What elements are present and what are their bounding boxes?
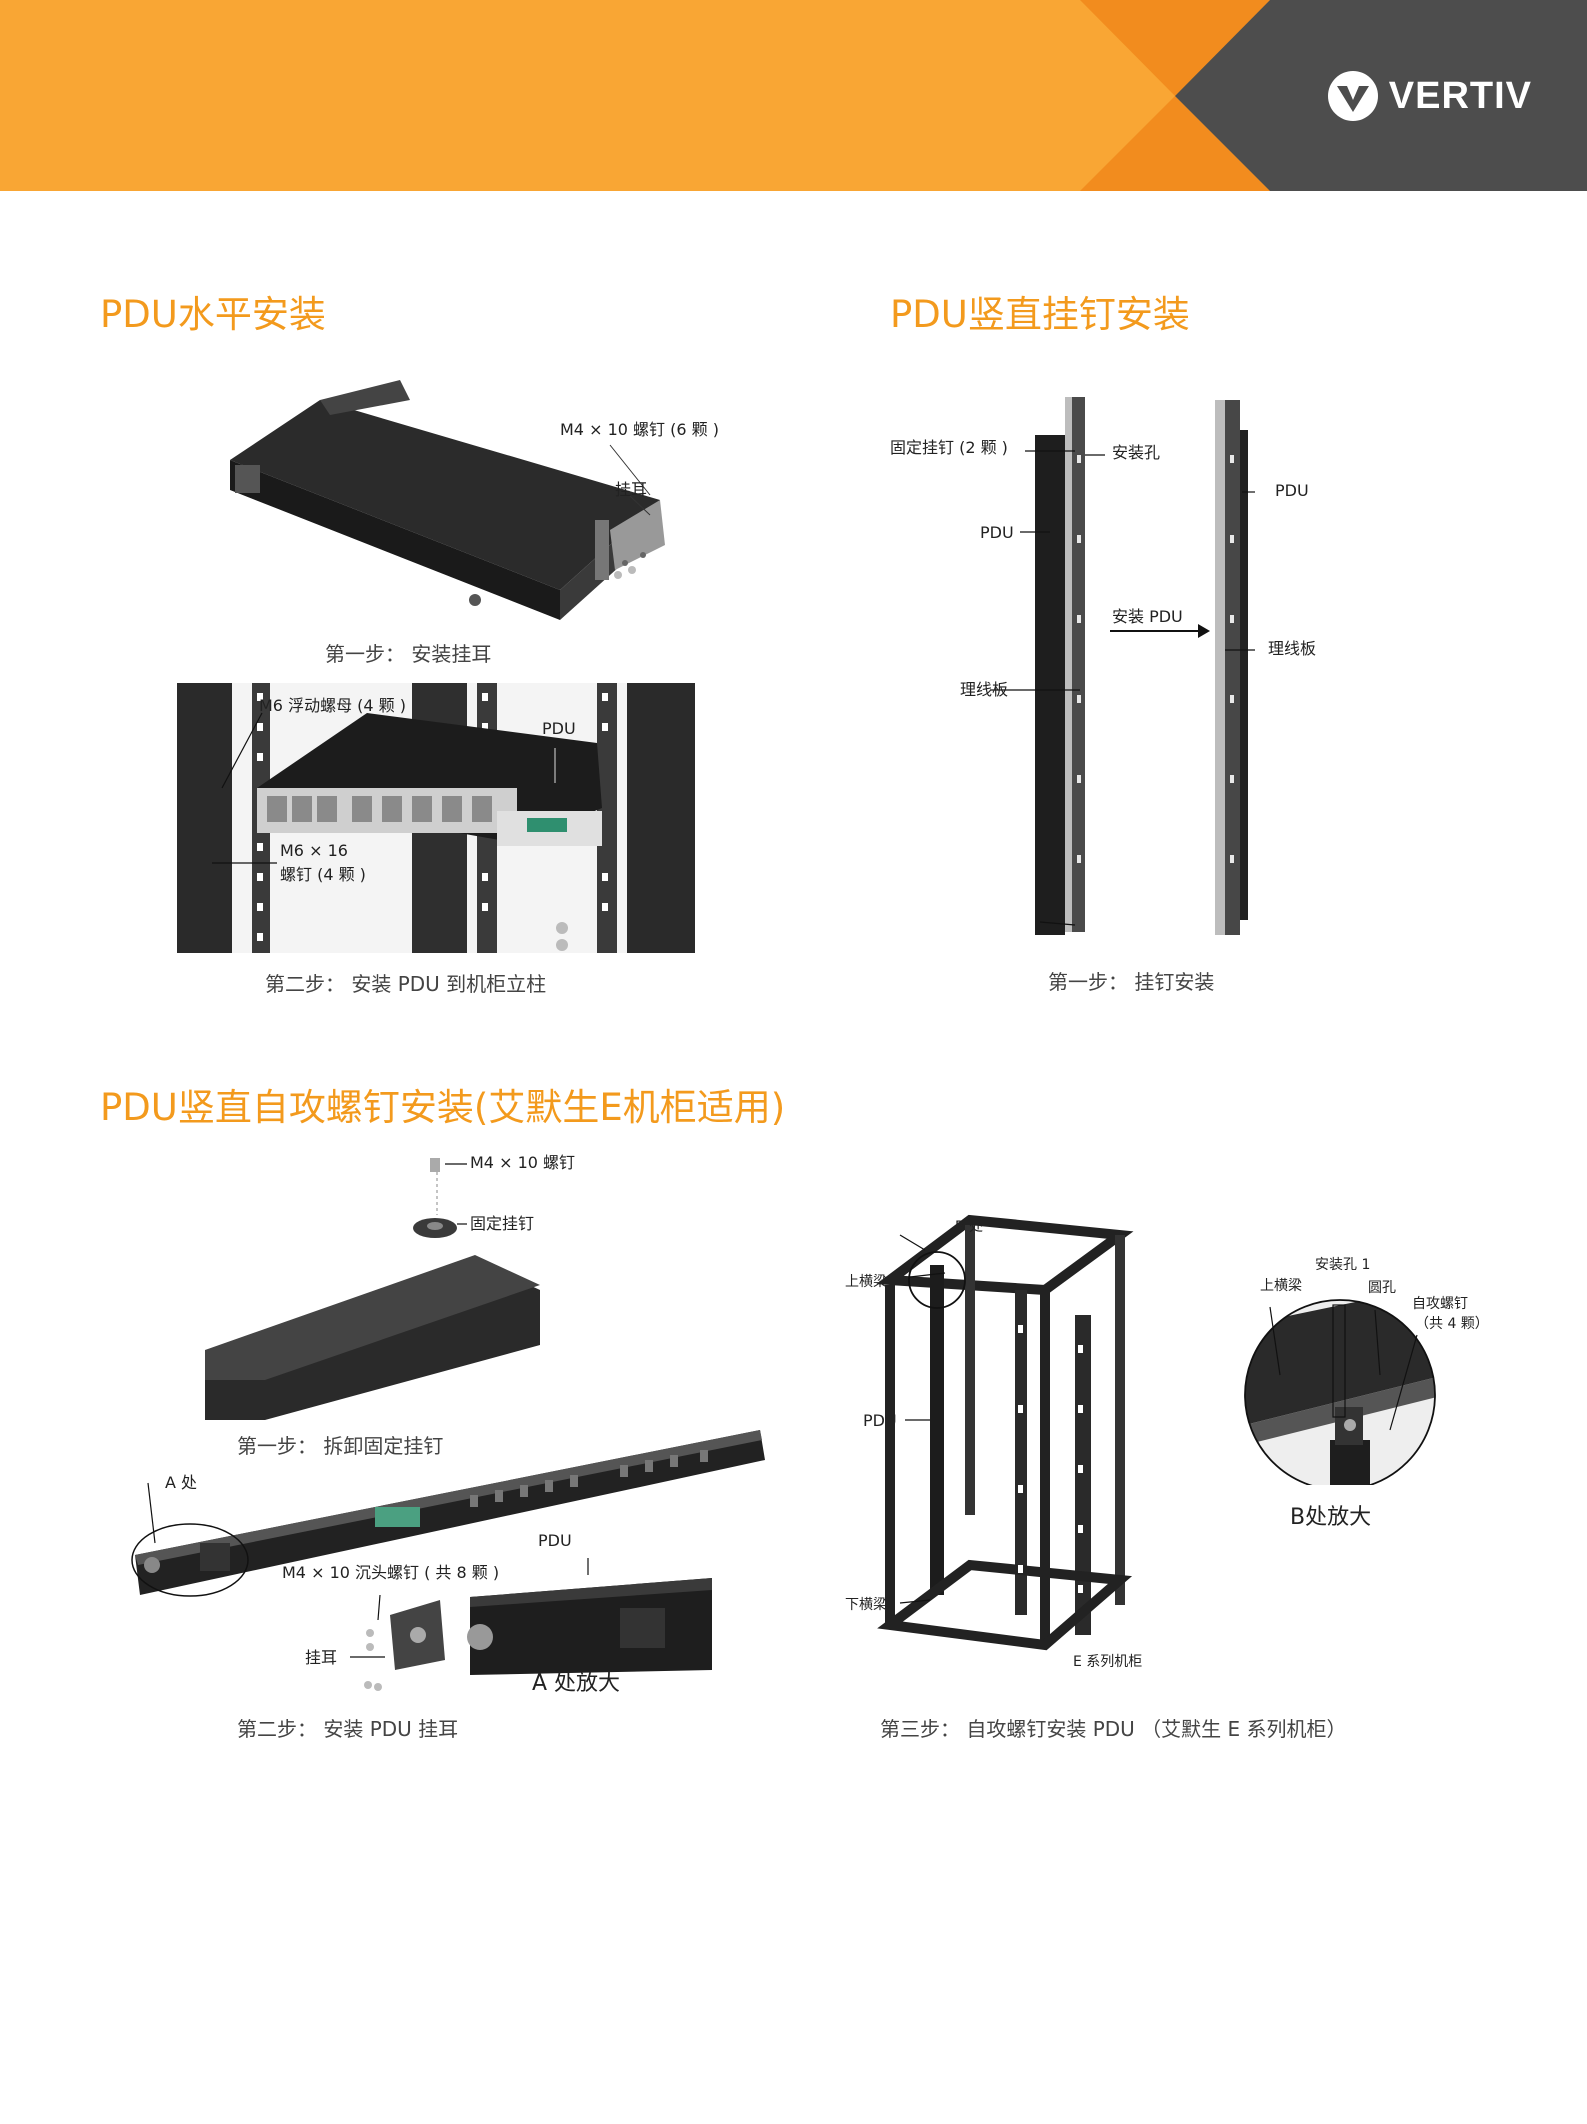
- vertiv-mark-icon: [1327, 71, 1378, 121]
- caption-vertical-tap-step1: 第一步： 拆卸固定挂钉: [237, 1434, 444, 1458]
- section-title-horizontal: PDU水平安装: [100, 293, 326, 336]
- pdu-ear-install-illustration: [131, 1430, 765, 1691]
- label-ear-a: 挂耳: [305, 1648, 338, 1667]
- zoom-b-illustration: [1244, 1299, 1436, 1491]
- vertical-pdu-illustration: [990, 397, 1255, 935]
- label-bottom-beam: 下横梁: [845, 1597, 887, 1613]
- figure-vertical-tap-step2: A 处 PDU M4 × 10 沉头螺钉 ( 共 8 颗 ) 挂耳 A 处放大: [100, 1425, 770, 1695]
- vertiv-logo: VERTIV: [1327, 70, 1532, 122]
- label-top-beam: 上横梁: [845, 1274, 887, 1290]
- e-series-cabinet-illustration: [876, 1214, 1134, 1651]
- label-countersunk-screw: M4 × 10 沉头螺钉 ( 共 8 颗 ): [282, 1563, 500, 1582]
- label-round-hole: 圆孔: [1368, 1280, 1396, 1296]
- section-title-vertical-hook: PDU竖直挂钉安装: [890, 293, 1190, 336]
- pdu-with-ear-illustration: [230, 380, 665, 620]
- label-cable-board-right: 理线板: [1268, 639, 1317, 658]
- label-location-b: B 处: [955, 1219, 984, 1235]
- rack-pdu-illustration: [177, 683, 695, 953]
- label-pdu-left: PDU: [980, 523, 1014, 542]
- brand-name: VERTIV: [1388, 74, 1532, 117]
- caption-vertical-hook: 第一步： 挂钉安装: [1048, 970, 1215, 994]
- label-top-beam-zoom: 上横梁: [1260, 1278, 1302, 1294]
- label-m6-screw-a: M6 × 16: [280, 841, 348, 860]
- label-self-tap-screw-b: （共 4 颗）: [1415, 1316, 1489, 1332]
- figure-horizontal-step2: M6 浮动螺母 (4 颗 ) PDU M6 × 16 螺钉 (4 颗 ): [177, 683, 695, 953]
- figure-vertical-hook: 固定挂钉 (2 颗 ) 安装孔 PDU PDU 安装 PDU 理线板 理线板: [880, 395, 1340, 955]
- label-location-a: A 处: [165, 1473, 198, 1492]
- figure-vertical-tap-step3: B 处 上横梁 PDU 下横梁 E 系列机柜: [835, 1205, 1180, 1690]
- label-m6-nut: M6 浮动螺母 (4 颗 ): [259, 696, 406, 715]
- caption-horizontal-step2: 第二步： 安装 PDU 到机柜立柱: [265, 972, 547, 996]
- label-install-hole: 安装孔: [1112, 443, 1161, 462]
- label-m4-screw-top: M4 × 10 螺钉: [470, 1153, 576, 1172]
- figure-vertical-tap-step1: M4 × 10 螺钉 固定挂钉: [205, 1150, 585, 1420]
- label-pdu-cabinet: PDU: [863, 1411, 897, 1430]
- label-pdu-rack: PDU: [542, 719, 576, 738]
- label-fixed-peg: 固定挂钉 (2 颗 ): [890, 438, 1008, 457]
- caption-vertical-tap-step3: 第三步： 自攻螺钉安装 PDU （艾默生 E 系列机柜）: [880, 1717, 1347, 1741]
- label-self-tap-screw-a: 自攻螺钉: [1412, 1296, 1468, 1312]
- label-fixed-peg-top: 固定挂钉: [470, 1214, 535, 1233]
- label-m4-screw: M4 × 10 螺钉 (6 颗 ): [560, 420, 719, 439]
- header-background: [0, 0, 1587, 191]
- section-title-vertical-tap: PDU竖直自攻螺钉安装(艾默生E机柜适用): [100, 1086, 786, 1129]
- label-e-series-cabinet: E 系列机柜: [1073, 1654, 1143, 1670]
- label-pdu-a: PDU: [538, 1531, 572, 1550]
- header-banner: VERTIV: [0, 0, 1587, 191]
- label-zoom-a: A 处放大: [532, 1671, 621, 1696]
- label-pdu-right: PDU: [1275, 481, 1309, 500]
- caption-vertical-tap-step2: 第二步： 安装 PDU 挂耳: [237, 1717, 459, 1741]
- remove-peg-illustration: [205, 1158, 540, 1420]
- label-install-hole-1: 安装孔 1: [1315, 1257, 1371, 1273]
- label-m6-screw-b: 螺钉 (4 颗 ): [280, 865, 366, 884]
- label-cable-board-left: 理线板: [960, 680, 1009, 699]
- figure-horizontal-step1: M4 × 10 螺钉 (6 颗 ) 挂耳: [200, 370, 719, 630]
- label-install-pdu: 安装 PDU: [1112, 607, 1183, 626]
- figure-zoom-b: 安装孔 1 上横梁 圆孔 自攻螺钉 （共 4 颗） B处放大: [1225, 1255, 1515, 1545]
- label-ear: 挂耳: [615, 480, 648, 499]
- label-zoom-b: B处放大: [1290, 1505, 1372, 1530]
- caption-horizontal-step1: 第一步： 安装挂耳: [325, 642, 492, 666]
